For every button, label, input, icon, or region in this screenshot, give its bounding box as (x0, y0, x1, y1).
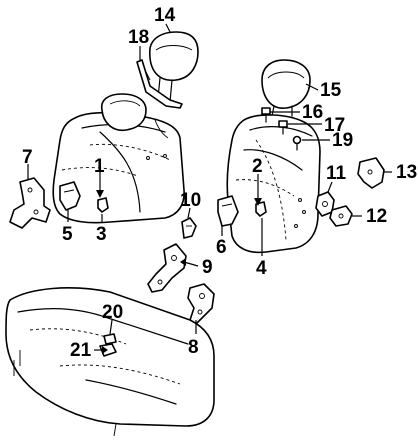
clip-2 (255, 201, 267, 217)
callout-7: 7 (22, 147, 33, 168)
callout-10: 10 (180, 190, 201, 211)
right-seat-back (226, 114, 321, 254)
left-seat-back (52, 111, 185, 224)
callout-19: 19 (332, 130, 353, 151)
callout-18: 18 (128, 27, 149, 48)
striker-12 (329, 205, 353, 227)
callout-12: 12 (366, 206, 387, 227)
callout-5: 5 (62, 224, 73, 245)
callout-17: 17 (324, 115, 345, 136)
callout-20: 20 (102, 302, 123, 323)
leader-lines (27, 23, 392, 354)
callout-3: 3 (96, 224, 107, 245)
callout-21: 21 (70, 340, 92, 361)
hinge-bracket-7 (9, 177, 51, 229)
callout-1: 1 (94, 156, 105, 177)
callout-8: 8 (188, 337, 199, 358)
callout-16: 16 (302, 102, 323, 123)
callout-13: 13 (396, 162, 417, 183)
latch-plate-6 (217, 195, 239, 227)
clip-3 (97, 197, 109, 213)
callout-6: 6 (216, 237, 227, 258)
left-headrest (100, 93, 147, 132)
callout-15: 15 (320, 80, 342, 101)
callout-11: 11 (326, 163, 347, 184)
bolt-17 (278, 120, 288, 135)
screw-19 (292, 135, 302, 151)
callout-14: 14 (154, 5, 176, 26)
callout-2: 2 (252, 156, 263, 177)
bolt-16 (261, 107, 271, 123)
hinge-9 (147, 243, 187, 293)
headrest-frame-part (136, 31, 199, 109)
clip-10 (181, 217, 197, 239)
bracket-13 (357, 157, 385, 189)
callout-4: 4 (256, 258, 267, 279)
callout-9: 9 (202, 257, 213, 278)
hinge-8 (187, 283, 215, 325)
latch-plate-5 (59, 181, 81, 211)
seat-cushion (5, 287, 215, 437)
callout-labels: 1 2 3 4 5 6 7 8 9 10 11 12 13 14 15 16 1… (22, 5, 417, 361)
